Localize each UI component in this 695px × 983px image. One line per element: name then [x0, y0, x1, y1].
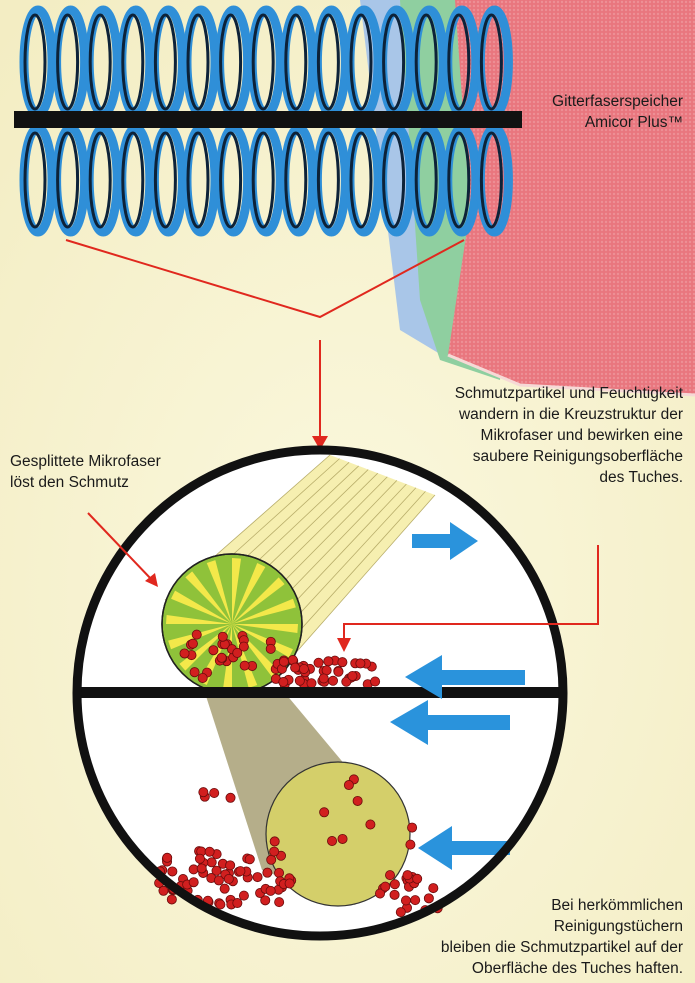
dirt-particle: [411, 896, 420, 905]
dirt-particle: [205, 847, 214, 856]
split-fiber-label-line: löst den Schmutz: [10, 472, 161, 493]
dirt-particle: [163, 853, 172, 862]
dirt-particle: [334, 667, 343, 676]
dirt-particle: [319, 674, 328, 683]
dirt-particle: [295, 676, 304, 685]
dirt-particle: [180, 649, 189, 658]
dirt-particle: [279, 657, 288, 666]
dirt-particle: [159, 886, 168, 895]
dirt-particle: [197, 864, 206, 873]
dirt-particle: [226, 861, 235, 870]
circle-divider: [76, 687, 566, 698]
dirt-particle: [275, 898, 284, 907]
moisture-label-line: Mikrofaser und bewirken eine: [455, 425, 683, 446]
moisture-label: Schmutzpartikel und Feuchtigkeit wandern…: [455, 383, 683, 488]
dirt-particle: [266, 644, 275, 653]
dirt-particle: [324, 657, 333, 666]
dirt-particle: [226, 793, 235, 802]
dirt-particle: [307, 679, 316, 688]
grid-fiber-label-line: Amicor Plus™: [552, 112, 683, 133]
dirt-particle: [245, 855, 254, 864]
dirt-particle: [371, 677, 380, 686]
dirt-particle: [424, 894, 433, 903]
dirt-particle: [403, 871, 412, 880]
detail-circle: [76, 450, 566, 936]
dirt-particle: [167, 895, 176, 904]
dirt-particle: [279, 677, 288, 686]
dirt-particle: [366, 820, 375, 829]
conventional-label: Bei herkömmlichen Reinigungstüchern blei…: [441, 895, 683, 979]
conventional-label-line: Bei herkömmlichen: [441, 895, 683, 916]
dirt-particle: [407, 823, 416, 832]
grid-fiber-bar: [14, 111, 522, 128]
dirt-particle: [314, 658, 323, 667]
dirt-particle: [266, 886, 275, 895]
split-fiber-label: Gesplittete Mikrofaser löst den Schmutz: [10, 451, 161, 493]
conventional-label-line: Reinigungstüchern: [441, 916, 683, 937]
conventional-label-line: bleiben die Schmutzpartikel auf der: [441, 937, 683, 958]
dirt-particle: [353, 796, 362, 805]
dirt-particle: [214, 876, 223, 885]
moisture-label-line: des Tuches.: [455, 467, 683, 488]
dirt-particle: [239, 891, 248, 900]
dirt-particle: [348, 671, 357, 680]
dirt-particle: [406, 840, 415, 849]
dirt-particle: [270, 847, 279, 856]
dirt-particle: [199, 788, 208, 797]
dirt-particle: [192, 630, 201, 639]
dirt-particle: [429, 883, 438, 892]
dirt-particle: [356, 659, 365, 668]
dirt-particle: [168, 867, 177, 876]
dirt-particle: [209, 646, 218, 655]
conventional-label-line: Oberfläche des Tuches haften.: [441, 958, 683, 979]
dirt-particle: [207, 858, 216, 867]
dirt-particle: [217, 653, 226, 662]
grid-fiber-label-line: Gitterfaserspeicher: [552, 91, 683, 112]
dirt-particle: [233, 648, 242, 657]
moisture-label-line: wandern in die Kreuzstruktur der: [455, 404, 683, 425]
dirt-particle: [253, 872, 262, 881]
dirt-particle: [390, 880, 399, 889]
moisture-label-line: saubere Reinigungsoberfläche: [455, 446, 683, 467]
dirt-particle: [274, 868, 283, 877]
dirt-particle: [338, 658, 347, 667]
dirt-particle: [320, 808, 329, 817]
dirt-particle: [338, 834, 347, 843]
dirt-particle: [381, 882, 390, 891]
dirt-particle: [328, 676, 337, 685]
dirt-particle: [344, 780, 353, 789]
dirt-particle: [299, 664, 308, 673]
dirt-particle: [218, 632, 227, 641]
dirt-particle: [401, 896, 410, 905]
dirt-particle: [327, 836, 336, 845]
dirt-particle: [396, 908, 405, 917]
moisture-label-line: Schmutzpartikel und Feuchtigkeit: [455, 383, 683, 404]
dirt-particle: [195, 854, 204, 863]
dirt-particle: [198, 673, 207, 682]
grid-fiber-label: Gitterfaserspeicher Amicor Plus™: [552, 91, 683, 133]
dirt-particle: [224, 874, 233, 883]
dirt-particle: [413, 874, 422, 883]
dirt-particle: [236, 867, 245, 876]
dirt-particle: [189, 878, 198, 887]
dirt-particle: [216, 900, 225, 909]
dirt-particle: [285, 879, 294, 888]
dirt-particle: [190, 668, 199, 677]
dirt-particle: [270, 837, 279, 846]
dirt-particle: [291, 663, 300, 672]
dirt-particle: [188, 639, 197, 648]
dirt-particle: [263, 868, 272, 877]
dirt-particle: [220, 884, 229, 893]
dirt-particle: [385, 871, 394, 880]
dirt-particle: [267, 855, 276, 864]
dirt-particle: [240, 661, 249, 670]
dirt-particle: [210, 788, 219, 797]
dirt-particle: [233, 898, 242, 907]
dirt-particle: [390, 890, 399, 899]
split-fiber-label-line: Gesplittete Mikrofaser: [10, 451, 161, 472]
